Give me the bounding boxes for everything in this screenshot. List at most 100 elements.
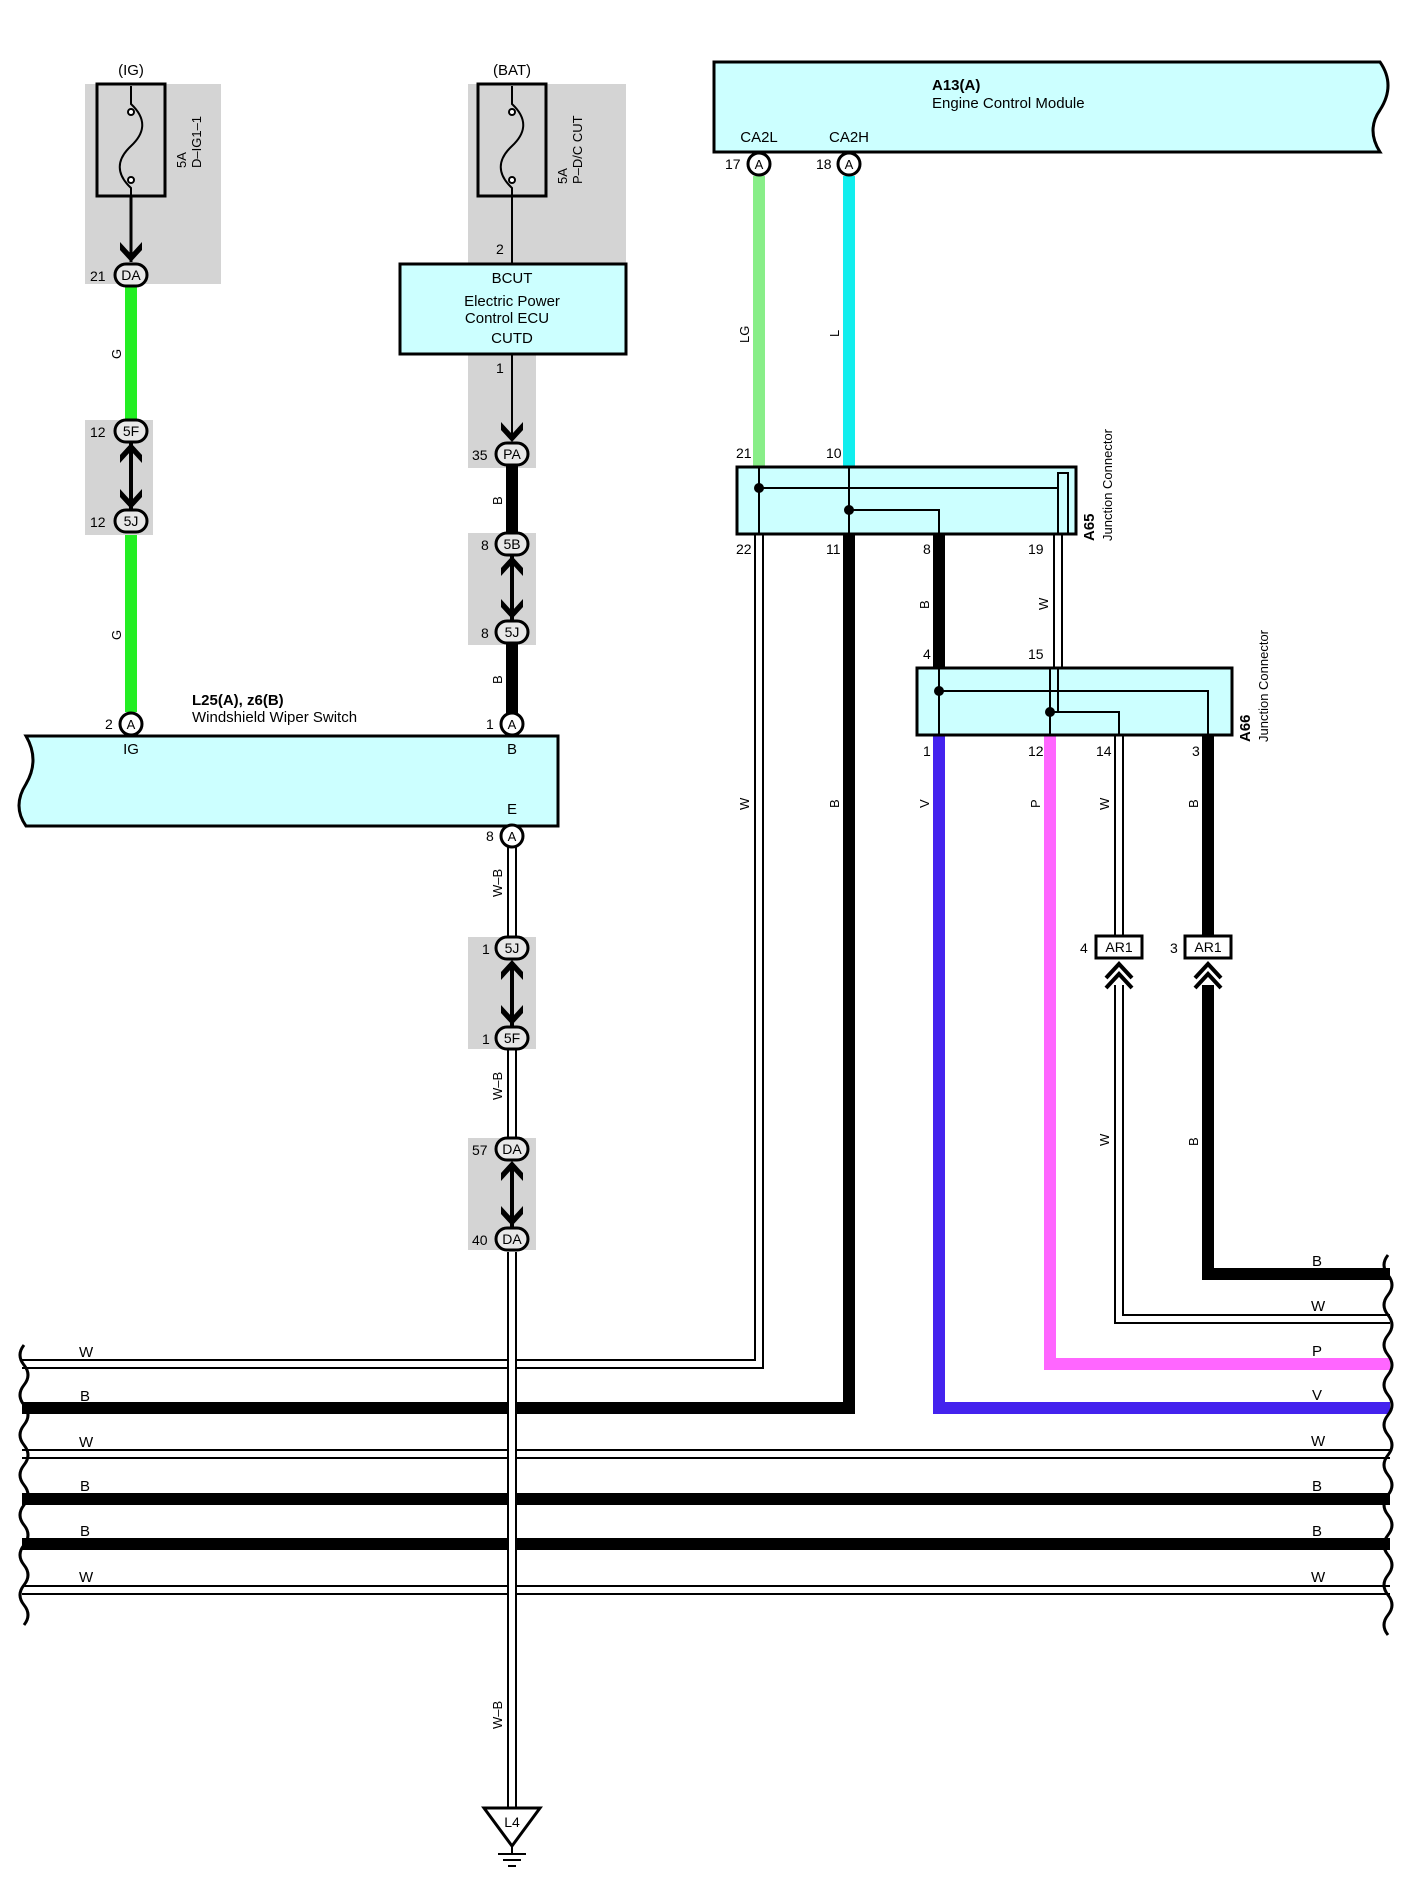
a66-name: Junction Connector [1256, 629, 1271, 742]
wire-p [1044, 734, 1390, 1370]
fuse-ig-name: D–IG1–1 [189, 116, 204, 168]
wire-label-l: L [827, 330, 842, 337]
ar1-chevrons [1104, 961, 1223, 990]
pin-8-a65: 8 [923, 541, 931, 557]
bus-label-left-b3: B [80, 1523, 90, 1540]
pin-14-a66: 14 [1096, 743, 1112, 759]
fuse-ig-amp: 5A [174, 152, 189, 168]
bus-label-right-b1: B [1312, 1253, 1322, 1270]
bus-label-right-b2: B [1312, 1478, 1322, 1495]
bus-label-right-p: P [1312, 1343, 1322, 1360]
a65-box [735, 465, 1078, 536]
a65-name: Junction Connector [1100, 428, 1115, 541]
wire-label-b-ar1: B [1186, 1137, 1201, 1146]
wire-b-a65-11 [22, 534, 855, 1414]
pin-8-5b: 8 [481, 537, 489, 553]
pin-57-da: 57 [472, 1142, 488, 1158]
a66-code: A66 [1237, 714, 1254, 742]
pin-3-ar1: 3 [1170, 940, 1178, 956]
wire-label-g-1: G [109, 349, 124, 359]
wiper-pin-b: B [507, 741, 517, 758]
pin-1-cutd: 1 [496, 360, 504, 376]
a66-box [915, 666, 1234, 737]
wire-label-w-19: W [1036, 597, 1051, 610]
pin-21-da: 21 [90, 268, 106, 284]
bus-label-right-w3: W [1311, 1569, 1326, 1586]
conn-5f-12: 5F [123, 423, 139, 439]
fuse-bat-amp: 5A [555, 168, 570, 184]
bcut-line1: Electric Power [464, 293, 560, 310]
wire-w-ar1-4i [1116, 985, 1390, 1322]
pin-8-e: 8 [486, 828, 494, 844]
pin-1-5j: 1 [482, 941, 490, 957]
conn-5f-1: 5F [504, 1030, 520, 1046]
bcut-top: BCUT [492, 270, 533, 287]
pin-1-a66: 1 [923, 743, 931, 759]
wire-b-ar1-3 [1202, 985, 1390, 1280]
conn-pa-35: PA [503, 446, 521, 462]
wire-label-wb-1: W–B [490, 869, 505, 897]
fuse-bat-name: P–D/C CUT [570, 115, 585, 184]
pin-12-5j: 12 [90, 514, 106, 530]
wire-label-b-8: B [917, 600, 932, 609]
ecm-pin-ca2l: CA2L [740, 129, 778, 146]
conn-da-21: DA [121, 267, 141, 283]
ecm-box [712, 60, 1390, 154]
wire-label-b-2: B [490, 675, 505, 684]
bus-label-right-w1: W [1311, 1298, 1326, 1315]
bus-label-right-w2: W [1311, 1433, 1326, 1450]
conn-5j-1: 5J [505, 940, 520, 956]
conn-a-8: A [508, 829, 517, 844]
pin-21-a65: 21 [736, 445, 752, 461]
ecm-pin-ca2h: CA2H [829, 129, 869, 146]
bus-label-left-w3: W [79, 1569, 94, 1586]
wiper-pin-e: E [507, 801, 517, 818]
wire-w-a65-22i [22, 534, 762, 1367]
conn-ar1-3: AR1 [1194, 939, 1221, 955]
pin-1-5f: 1 [482, 1031, 490, 1047]
ecm-code: A13(A) [932, 77, 980, 94]
pin-4-ar1: 4 [1080, 940, 1088, 956]
arrows [120, 242, 523, 1226]
pin-12-a66: 12 [1028, 743, 1044, 759]
bus-label-left-b2: B [80, 1478, 90, 1495]
ecm-name: Engine Control Module [932, 95, 1085, 112]
pin-3-a66: 3 [1192, 743, 1200, 759]
wire-label-wb-2: W–B [490, 1072, 505, 1100]
pin-10-a65: 10 [826, 445, 842, 461]
wire-v [933, 734, 1390, 1414]
pin-17: 17 [725, 156, 741, 172]
conn-5j-12: 5J [124, 513, 139, 529]
wire-label-lg: LG [737, 326, 752, 343]
pin-35-pa: 35 [472, 447, 488, 463]
wire-label-w-14: W [1097, 797, 1112, 810]
wire-label-b-3: B [1186, 799, 1201, 808]
bcut-line2: Control ECU [465, 310, 549, 327]
pin-22-a65: 22 [736, 541, 752, 557]
pin-8-5j: 8 [481, 625, 489, 641]
wire-label-wb-3: W–B [490, 1701, 505, 1729]
bus-label-left-b1: B [80, 1388, 90, 1405]
pin-15-a66: 15 [1028, 646, 1044, 662]
wiper-pin-ig: IG [123, 741, 139, 758]
bcut-box [398, 262, 628, 356]
a65-code: A65 [1081, 513, 1098, 541]
conn-5b-8: 5B [503, 536, 520, 552]
break-marks [18, 1254, 1394, 1636]
pin-18: 18 [816, 156, 832, 172]
conn-ar1-4: AR1 [1105, 939, 1132, 955]
wire-label-g-2: G [109, 630, 124, 640]
conn-da-40: DA [502, 1231, 522, 1247]
conn-5j-8: 5J [505, 624, 520, 640]
pin-40-da: 40 [472, 1232, 488, 1248]
fuse-bat-source: (BAT) [493, 62, 531, 79]
wire-label-b-1: B [490, 496, 505, 505]
connectors [113, 151, 1233, 1252]
wire-label-v: V [917, 799, 932, 808]
fuse-bat [476, 82, 548, 198]
conn-a-1: A [508, 717, 517, 732]
pin-11-a65: 11 [826, 541, 841, 557]
pin-12-5f: 12 [90, 424, 106, 440]
bus-label-right-b3: B [1312, 1523, 1322, 1540]
